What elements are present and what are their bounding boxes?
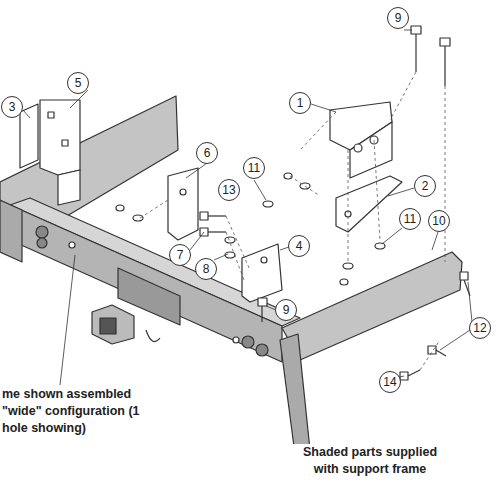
receiver-tube bbox=[92, 305, 134, 344]
bracket-2 bbox=[336, 176, 402, 232]
crossbar-front bbox=[10, 205, 282, 362]
callout-number: 1 bbox=[289, 92, 311, 114]
assembly-note: me shown assembled "wide" configuration … bbox=[2, 386, 152, 437]
callout-number: 14 bbox=[379, 371, 401, 393]
callout-number: 11 bbox=[399, 208, 421, 230]
callout-number: 6 bbox=[196, 142, 218, 164]
bracket-3 bbox=[20, 104, 38, 168]
callout-number: 12 bbox=[469, 317, 491, 339]
callout-number: 3 bbox=[1, 96, 23, 118]
callout-number: 8 bbox=[195, 258, 217, 280]
callout-number: 10 bbox=[428, 210, 450, 232]
shading-note: Shaded parts supplied with support frame bbox=[290, 444, 450, 478]
crossbar-top bbox=[10, 198, 300, 326]
right-end-plate bbox=[280, 334, 310, 462]
callout-number: 5 bbox=[67, 72, 89, 94]
callout-number: 9 bbox=[275, 299, 297, 321]
right-plate bbox=[282, 252, 462, 360]
left-end-plate bbox=[0, 200, 22, 262]
bracket-6 bbox=[168, 168, 198, 240]
callout-number: 11 bbox=[243, 157, 265, 179]
bracket-5 bbox=[40, 100, 80, 175]
callout-number: 4 bbox=[288, 235, 310, 257]
callout-number: 13 bbox=[218, 179, 240, 201]
callout-number: 9 bbox=[387, 7, 409, 29]
callout-number: 7 bbox=[169, 244, 191, 266]
callout-number: 2 bbox=[414, 175, 436, 197]
bracket-4 bbox=[242, 244, 282, 302]
